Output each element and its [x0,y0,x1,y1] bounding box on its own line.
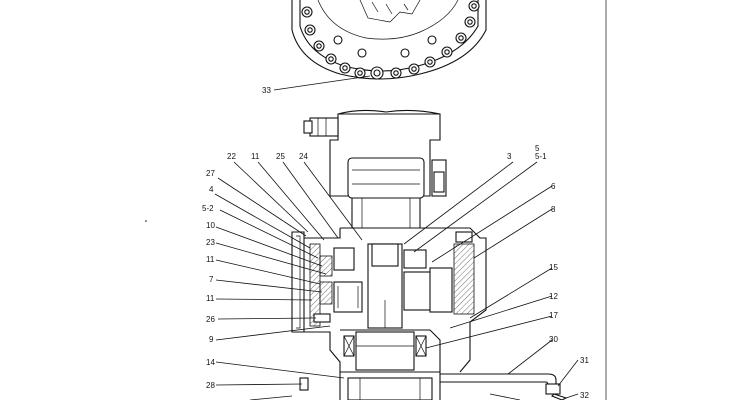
label-28: 28 [206,381,215,390]
label-32: 32 [580,391,589,400]
grease-pipe [440,373,568,400]
stray-dot [145,220,147,222]
label-5-1: 5-1 [535,152,547,161]
label-9: 9 [209,335,214,344]
label-14: 14 [206,358,215,367]
label-4: 4 [209,185,214,194]
label-27: 27 [206,169,215,178]
label-7: 7 [209,275,214,284]
label-5: 5 [535,144,540,153]
label-3: 3 [507,152,512,161]
label-11-mid: 11 [206,255,215,264]
label-26: 26 [206,315,215,324]
reducer-housing [291,227,487,400]
label-23: 23 [206,238,215,247]
label-8: 8 [551,205,556,214]
label-25: 25 [276,152,285,161]
label-22: 22 [227,152,236,161]
label-6: 6 [551,182,556,191]
label-33: 33 [262,86,271,95]
label-15: 15 [549,263,558,272]
label-12: 12 [549,292,558,301]
label-11-low: 11 [206,294,215,303]
part-labels: 33 22 11 25 24 3 5 5-1 27 4 5-2 10 23 11… [202,86,589,400]
label-11-top: 11 [251,152,260,161]
label-17: 17 [549,311,558,320]
leader-lines [214,75,579,400]
label-31: 31 [580,356,589,365]
label-10: 10 [206,221,215,230]
label-5-2: 5-2 [202,204,214,213]
motor-housing [303,109,447,229]
label-24: 24 [299,152,308,161]
top-view-flange [291,0,487,80]
label-30: 30 [549,335,558,344]
